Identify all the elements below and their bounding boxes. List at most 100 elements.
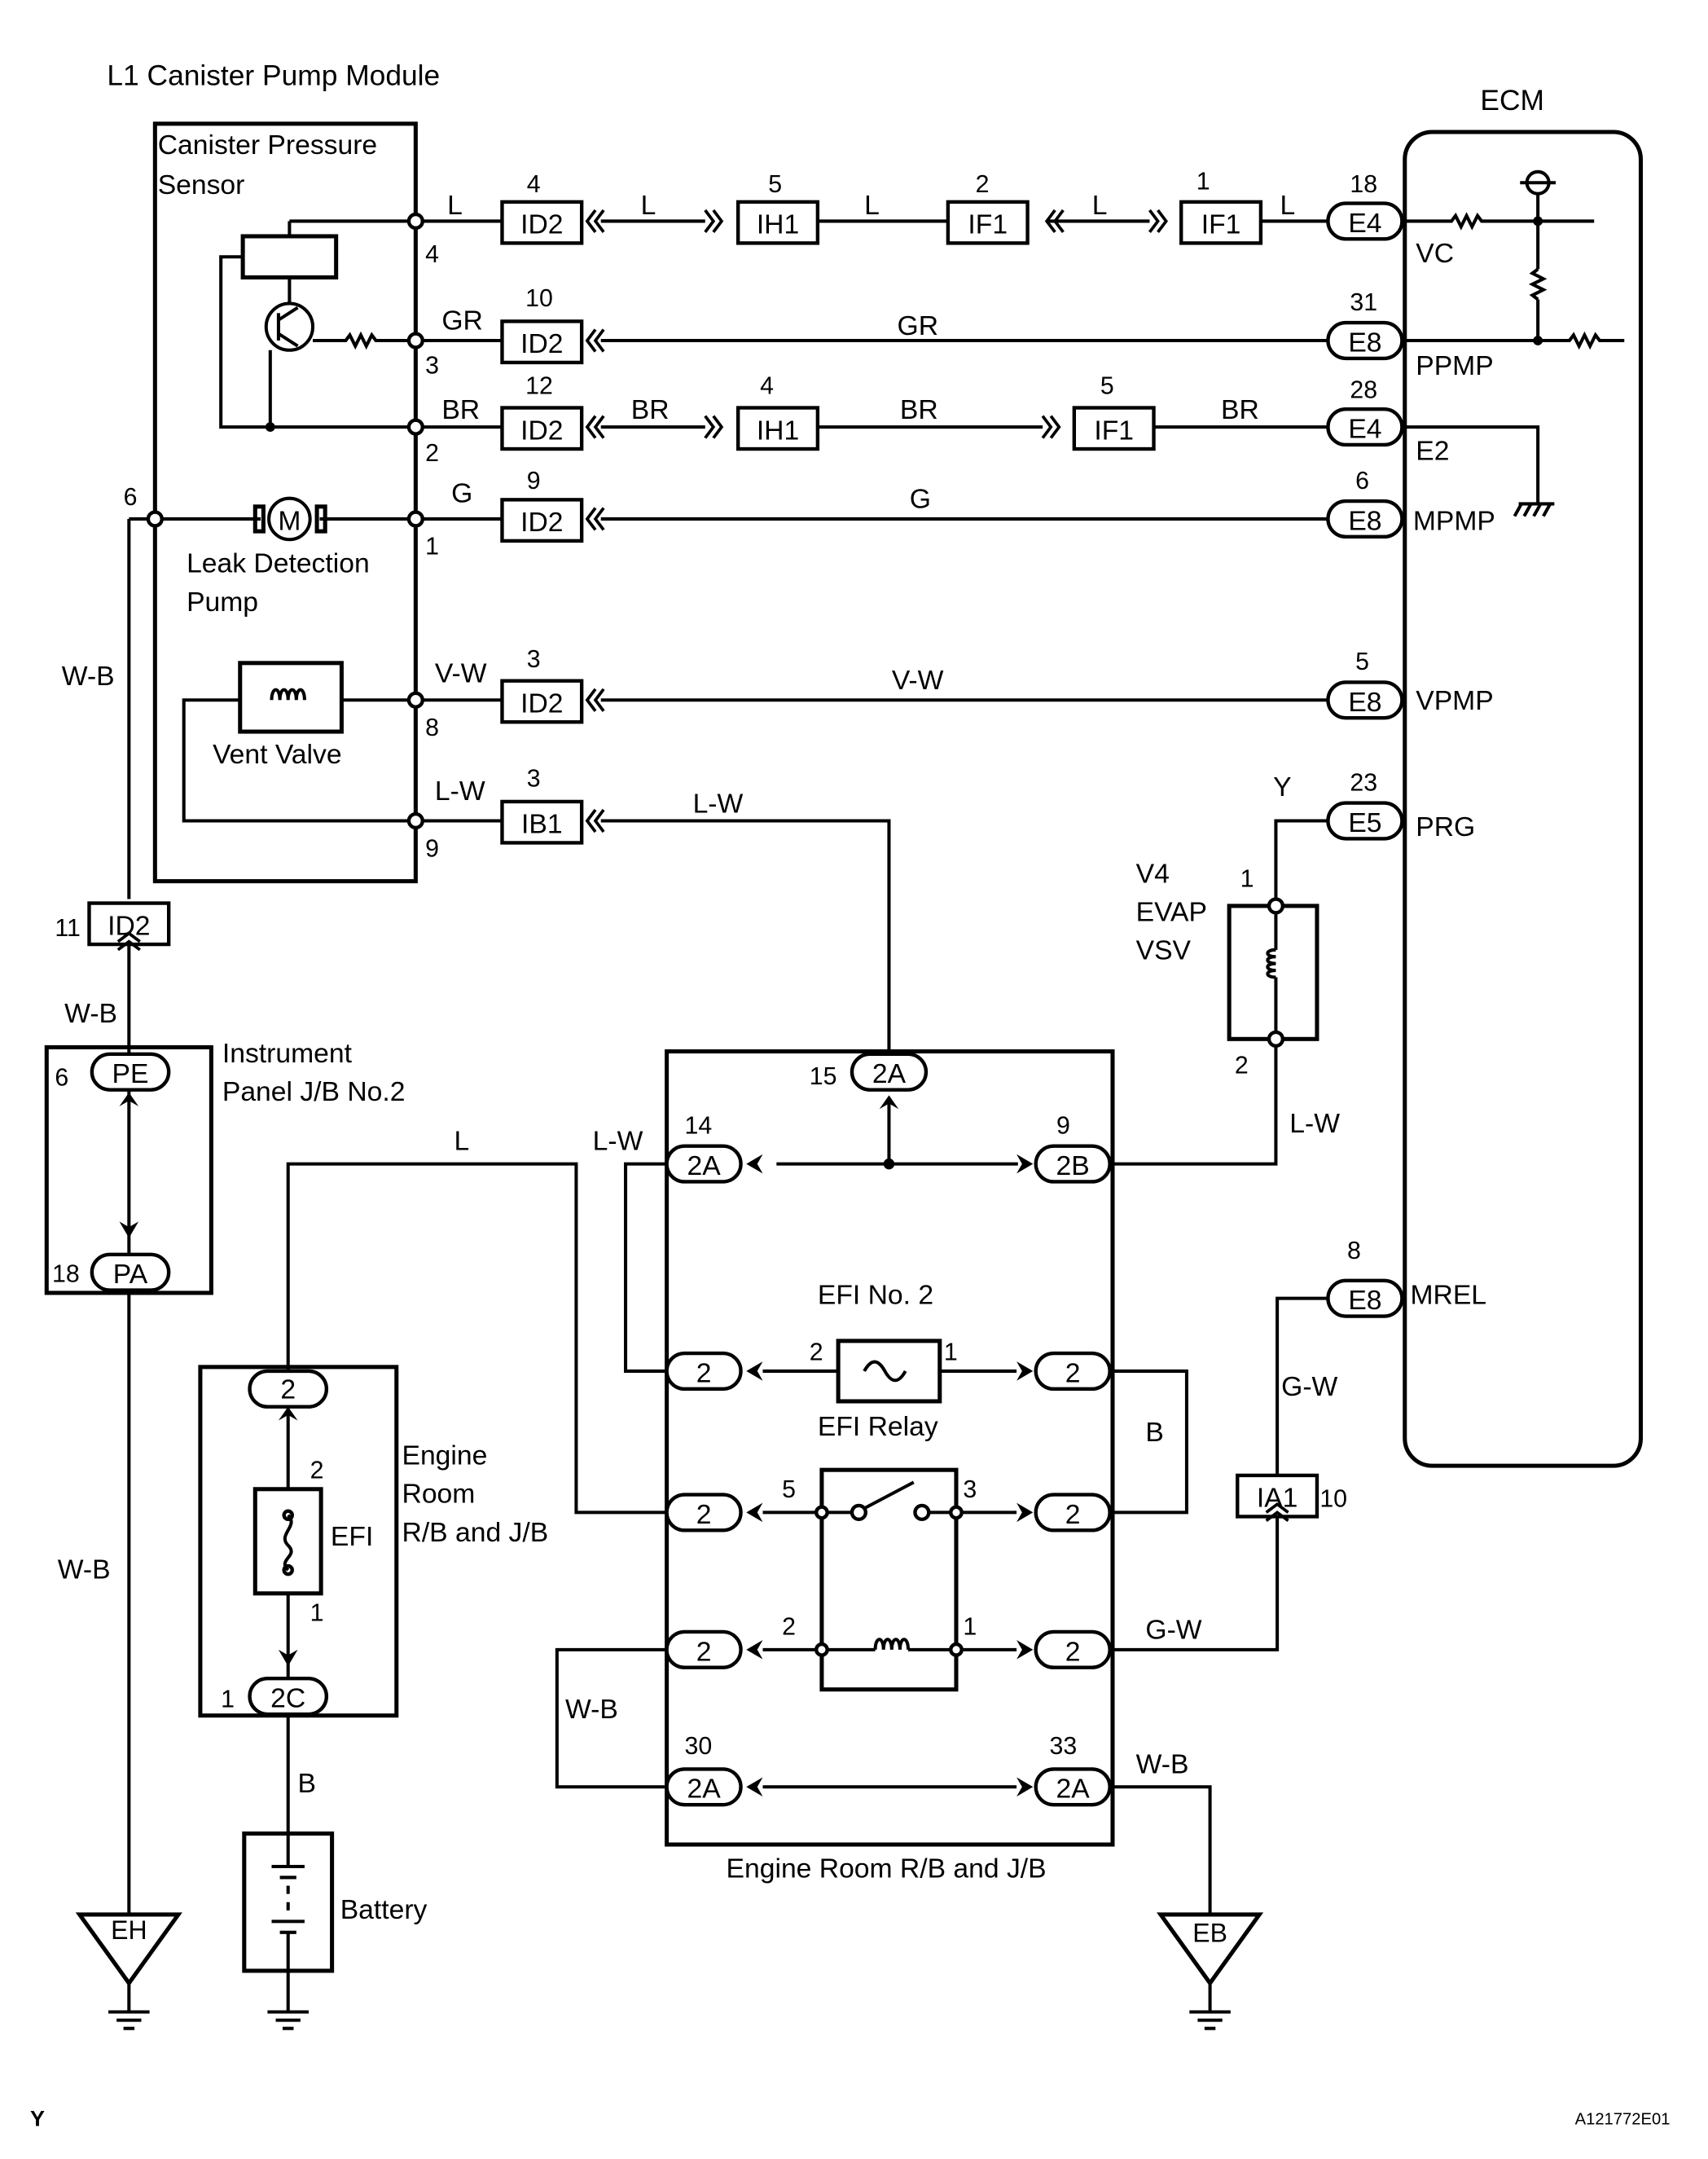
conn-ih1-r1: IH1 bbox=[757, 210, 799, 240]
conn-id2-r3: ID2 bbox=[520, 416, 563, 446]
ground-eb-symbol bbox=[1157, 1912, 1264, 2030]
conn-if1-r3: IF1 bbox=[1094, 416, 1134, 446]
sensor-label-line1: Canister Pressure bbox=[158, 130, 377, 160]
wire-br-1: BR bbox=[441, 395, 480, 425]
pin-id2-12: 12 bbox=[525, 373, 553, 400]
ecm-pin-31: 31 bbox=[1350, 289, 1377, 316]
relay-pin-1: 1 bbox=[963, 1613, 977, 1640]
ecm-terminal-mrel: MREL bbox=[1410, 1280, 1486, 1310]
relay-pin-5: 5 bbox=[782, 1476, 796, 1503]
efi-relay-label: EFI Relay bbox=[818, 1412, 938, 1442]
jb-pin-30: 30 bbox=[684, 1733, 712, 1760]
leak-detection-pump-motor bbox=[155, 496, 416, 542]
jb-conn-2a-14: 2A bbox=[687, 1151, 721, 1181]
ecm-pin-6: 6 bbox=[1355, 468, 1369, 495]
wire-wb-2: W-B bbox=[64, 999, 117, 1029]
jb-conn-2-r2l: 2 bbox=[696, 1500, 712, 1530]
wire-vw-1: V-W bbox=[435, 658, 487, 688]
wire-lw-1: L-W bbox=[435, 776, 485, 807]
ecm-terminal-mpmp: MPMP bbox=[1413, 506, 1495, 536]
ecm-terminal-e2: E2 bbox=[1416, 437, 1449, 467]
relay-pin-3: 3 bbox=[963, 1476, 977, 1503]
jb2-label-line1: Instrument bbox=[222, 1039, 353, 1069]
efi-no2-pin-1: 1 bbox=[944, 1339, 958, 1365]
conn-ib1-r6: IB1 bbox=[521, 810, 563, 840]
pin-if1-2: 2 bbox=[976, 171, 990, 198]
ecm-box bbox=[1403, 130, 1643, 1468]
ecm-internal-circuit bbox=[1404, 169, 1625, 517]
conn-id2-r4: ID2 bbox=[520, 508, 563, 538]
wire-br-3: BR bbox=[900, 395, 938, 425]
canister-pump-module-box bbox=[152, 121, 418, 884]
sensor-label-line2: Sensor bbox=[158, 170, 245, 200]
pump-label-line1: Leak Detection bbox=[187, 549, 370, 579]
wire-y: Y bbox=[1273, 772, 1291, 802]
engine-room-label-line1: Engine bbox=[402, 1440, 488, 1471]
module-pin-9: 9 bbox=[425, 835, 439, 862]
pump-label-line2: Pump bbox=[187, 587, 258, 618]
wire-l-5: L bbox=[1280, 191, 1295, 221]
wire-gr-1: GR bbox=[441, 306, 483, 336]
conn-if1-r1a: IF1 bbox=[968, 210, 1008, 240]
wire-vw-2: V-W bbox=[892, 666, 944, 696]
ecm-conn-e8-b: E8 bbox=[1348, 506, 1381, 536]
pin-id2-4: 4 bbox=[527, 171, 541, 198]
module-pin-4: 4 bbox=[425, 241, 439, 268]
efi-no2-pin-2: 2 bbox=[810, 1339, 823, 1365]
ecm-conn-e4-a: E4 bbox=[1348, 209, 1381, 239]
jb-conn-2-r3r: 2 bbox=[1065, 1637, 1081, 1667]
conn-id2-r5: ID2 bbox=[520, 688, 563, 719]
fuse-conn-bottom: 2C bbox=[270, 1684, 305, 1714]
jb-conn-pe: PE bbox=[112, 1059, 149, 1089]
efi-no2-label: EFI No. 2 bbox=[818, 1280, 933, 1310]
vsv-label-line2: EVAP bbox=[1136, 897, 1207, 927]
conn-if1-r1b: IF1 bbox=[1201, 210, 1241, 240]
wire-wb-5: W-B bbox=[1136, 1749, 1189, 1779]
battery-symbol bbox=[242, 1831, 335, 2030]
jb-pin-14: 14 bbox=[684, 1113, 712, 1140]
vent-valve-label: Vent Valve bbox=[213, 740, 342, 770]
engine-room-bottom-label: Engine Room R/B and J/B bbox=[727, 1853, 1047, 1884]
jb-conn-2-r3l: 2 bbox=[696, 1637, 712, 1667]
jb-conn-pa: PA bbox=[113, 1260, 148, 1290]
pin-if1-1: 1 bbox=[1196, 169, 1210, 196]
wire-lw-4: L-W bbox=[1289, 1109, 1340, 1139]
jb-pin-6: 6 bbox=[55, 1065, 68, 1092]
ecm-conn-e4-b: E4 bbox=[1348, 415, 1381, 445]
battery-label: Battery bbox=[340, 1895, 428, 1925]
ground-eh-symbol bbox=[75, 1912, 182, 2030]
fuse-conn-top: 2 bbox=[280, 1375, 296, 1405]
conn-ih1-r3: IH1 bbox=[757, 416, 799, 446]
wire-gr-2: GR bbox=[898, 311, 939, 341]
vent-valve-symbol bbox=[182, 661, 416, 823]
relay-pin-2: 2 bbox=[782, 1613, 796, 1640]
engine-room-label-line2: Room bbox=[402, 1480, 476, 1510]
wire-l-2: L bbox=[641, 191, 656, 221]
engine-room-jb-box bbox=[665, 1049, 1115, 1847]
diagram-title: L1 Canister Pump Module bbox=[107, 60, 440, 92]
wire-b-2: B bbox=[298, 1769, 316, 1799]
wire-runs bbox=[127, 219, 1405, 1053]
conn-id2-r2: ID2 bbox=[520, 329, 563, 359]
ecm-conn-e5: E5 bbox=[1348, 808, 1381, 838]
jb-conn-2a-33: 2A bbox=[1056, 1774, 1091, 1805]
wire-g-2: G bbox=[910, 484, 931, 514]
wire-wb-3: W-B bbox=[58, 1554, 111, 1585]
efi-relay-box bbox=[819, 1467, 959, 1692]
vsv-pin-2: 2 bbox=[1235, 1052, 1249, 1079]
vsv-pin-1: 1 bbox=[1240, 865, 1254, 892]
jb-pin-15: 15 bbox=[810, 1063, 837, 1090]
fuse-conn-pin-1: 1 bbox=[221, 1686, 235, 1713]
ecm-terminal-vc: VC bbox=[1416, 239, 1454, 269]
ecm-terminal-ppmp: PPMP bbox=[1416, 351, 1493, 381]
pin-id2-11: 11 bbox=[55, 915, 80, 942]
jb-pin-9: 9 bbox=[1056, 1113, 1070, 1140]
jb-conn-2b-9: 2B bbox=[1056, 1151, 1090, 1181]
ecm-conn-e8-a: E8 bbox=[1348, 328, 1381, 358]
wire-gw-1: G-W bbox=[1281, 1372, 1337, 1402]
ground-eb-label: EB bbox=[1192, 1919, 1227, 1948]
vsv-label-line1: V4 bbox=[1136, 859, 1170, 889]
ecm-connectors bbox=[1326, 201, 1404, 1318]
ecm-pin-23: 23 bbox=[1350, 769, 1377, 796]
pin-id2-9: 9 bbox=[527, 468, 541, 495]
